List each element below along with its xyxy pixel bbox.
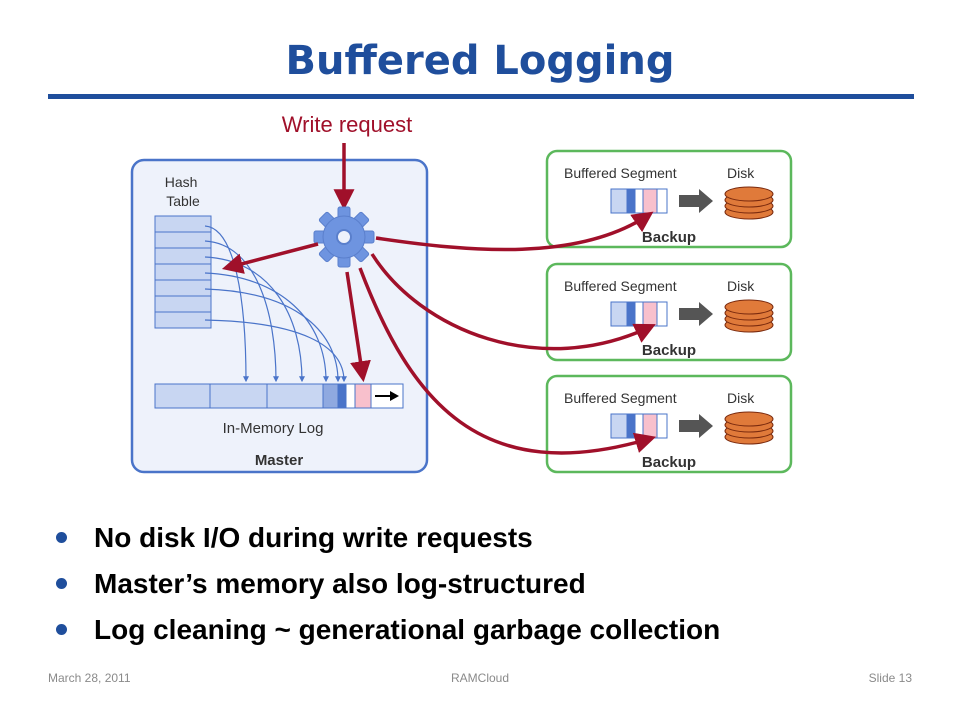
replicate-arrow-hash	[221, 242, 319, 274]
disk-stack-icon	[724, 299, 774, 333]
hash-table-label: Hash Table	[165, 174, 202, 209]
in-memory-log	[154, 383, 404, 409]
arrow-icon	[390, 391, 399, 401]
disk-label: Disk	[727, 165, 755, 181]
master-label: Master	[255, 452, 304, 469]
hash-pointer	[204, 272, 329, 383]
buffered-segment-label: Buffered Segment	[564, 278, 677, 294]
bullet-text: Log cleaning ~ generational garbage coll…	[94, 614, 721, 645]
log-entry	[322, 383, 339, 409]
footer-center: RAMCloud	[450, 671, 510, 685]
bullet-list: No disk I/O during write requests Master…	[56, 518, 720, 656]
gear-icon	[313, 206, 375, 268]
bullet-text: No disk I/O during write requests	[94, 522, 533, 553]
buffered-segment-label: Buffered Segment	[564, 390, 677, 406]
log-entry	[154, 383, 211, 409]
backup-box: Buffered Segment Disk Backup	[545, 149, 793, 249]
buffered-segment	[610, 301, 668, 327]
hash-pointer	[204, 288, 341, 383]
bullet-dot	[56, 578, 67, 589]
hash-pointer	[204, 319, 347, 383]
hash-table-cell	[154, 263, 212, 281]
title-underline	[48, 94, 914, 99]
bullet-dot	[56, 624, 67, 635]
write-request-label: Write request	[282, 112, 412, 137]
log-entry	[266, 383, 324, 409]
hash-table-cell	[154, 279, 212, 297]
disk-stack-icon	[724, 186, 774, 220]
bullet-item: No disk I/O during write requests	[56, 518, 720, 564]
bullet-item: Log cleaning ~ generational garbage coll…	[56, 610, 720, 656]
footer-date: March 28, 2011	[48, 671, 131, 685]
buffered-segment	[610, 188, 668, 214]
backup-box: Buffered Segment Disk Backup	[545, 262, 793, 362]
buffered-segment	[610, 413, 668, 439]
log-entry	[209, 383, 268, 409]
hash-table-cell	[154, 215, 212, 233]
in-memory-log-label: In-Memory Log	[223, 420, 324, 437]
hash-table-cell	[154, 311, 212, 329]
hash-pointer	[204, 240, 279, 383]
arrow-icon	[679, 414, 713, 438]
arrow-icon	[679, 189, 713, 213]
hash-table-cell	[154, 247, 212, 265]
hash-table-cell	[154, 295, 212, 313]
slide-title: Buffered Logging	[285, 38, 675, 84]
hash-table	[154, 215, 212, 329]
arrow-icon	[679, 302, 713, 326]
backup-label: Backup	[642, 342, 696, 359]
log-entry	[337, 383, 347, 409]
log-entry-new	[354, 383, 372, 409]
bullet-text: Master’s memory also log-structured	[94, 568, 586, 599]
backup-label: Backup	[642, 229, 696, 246]
footer-slide-number: Slide 13	[868, 671, 912, 685]
log-entry	[345, 383, 356, 409]
disk-label: Disk	[727, 278, 755, 294]
replicate-arrow-backup-3	[358, 267, 657, 455]
hash-table-cell	[154, 231, 212, 249]
buffered-segment-label: Buffered Segment	[564, 165, 677, 181]
replicate-arrow-backup-1	[375, 211, 654, 252]
bullet-item: Master’s memory also log-structured	[56, 564, 720, 610]
bullet-dot	[56, 532, 67, 543]
replicate-arrow-backup-2	[370, 253, 656, 351]
disk-stack-icon	[724, 411, 774, 445]
disk-label: Disk	[727, 390, 755, 406]
replicate-arrow-log	[345, 271, 371, 383]
backup-box: Buffered Segment Disk Backup	[545, 374, 793, 474]
backup-label: Backup	[642, 454, 696, 471]
